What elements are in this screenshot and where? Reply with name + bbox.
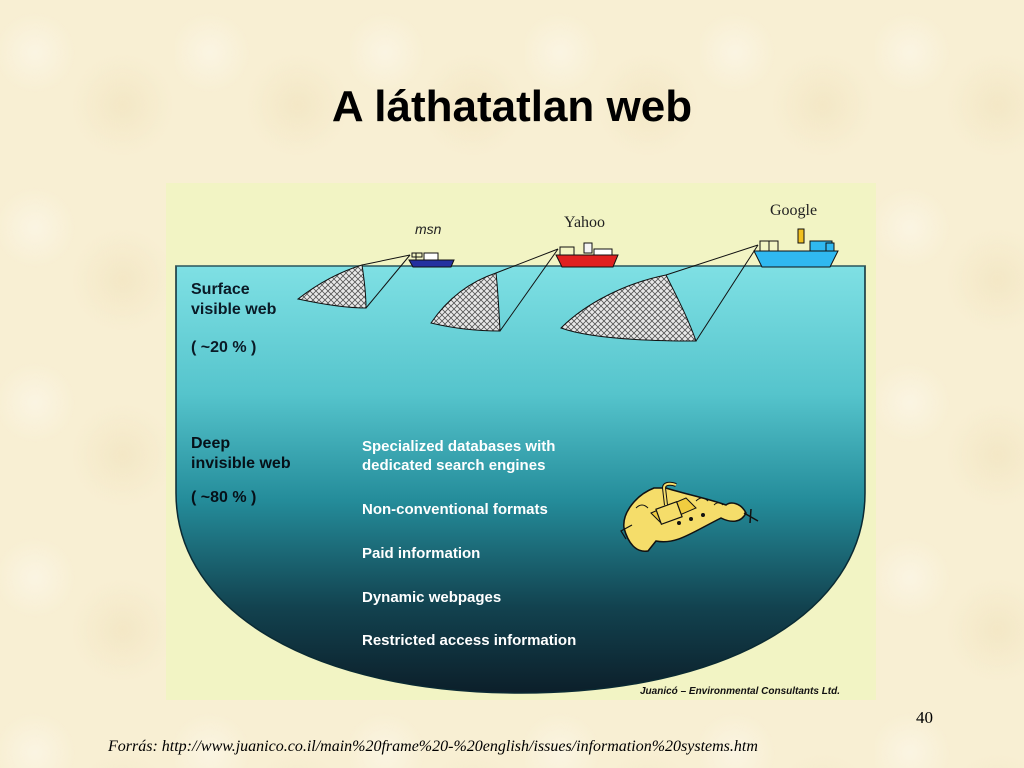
yahoo-net	[430, 248, 559, 332]
deep-item-databases: Specialized databases with dedicated sea…	[362, 438, 556, 474]
deep-web-label: Deep invisible web	[191, 435, 291, 472]
engine-label-google: Google	[770, 202, 818, 219]
diagram-graphics	[175, 228, 866, 694]
submarine	[620, 481, 759, 552]
engine-label-yahoo: Yahoo	[564, 214, 606, 231]
yahoo-boat	[555, 242, 619, 268]
deep-item-paid: Paid information	[362, 545, 481, 562]
deep-item-restricted: Restricted access information	[362, 632, 577, 649]
invisible-web-diagram: msn Yahoo Google Surface visible web ( ~…	[166, 183, 876, 700]
surface-web-percent: ( ~20 % )	[191, 339, 257, 356]
figure-credit: Juanicó – Environmental Consultants Ltd.	[640, 686, 841, 697]
google-boat	[753, 228, 839, 268]
msn-net	[296, 254, 411, 309]
deep-item-dynamic: Dynamic webpages	[362, 589, 502, 606]
deep-web-percent: ( ~80 % )	[191, 489, 257, 506]
google-net	[560, 244, 759, 342]
ocean	[175, 265, 866, 694]
deep-item-formats: Non-conventional formats	[362, 501, 548, 518]
slide-title: A láthatatlan web	[331, 82, 693, 131]
page-number: 40	[916, 708, 933, 727]
engine-label-msn: msn	[415, 221, 442, 237]
msn-boat	[408, 252, 455, 268]
surface-web-label: Surface visible web	[191, 281, 277, 318]
source-citation: Forrás: http://www.juanico.co.il/main%20…	[108, 738, 758, 755]
